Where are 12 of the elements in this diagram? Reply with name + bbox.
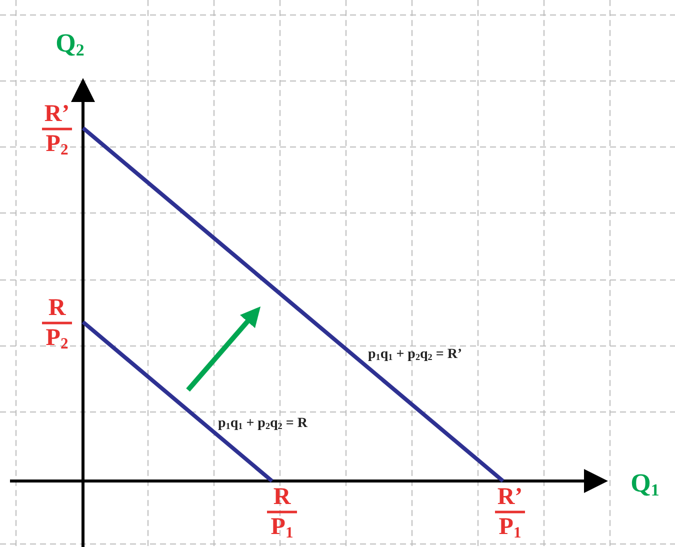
equation-label: p$_{1}$q$_{1}$ + p$_{2}$q$_{2}$ = R’	[368, 348, 462, 362]
fraction-numerator: R’	[497, 485, 523, 509]
fraction-denominator: P$_{1}$	[270, 514, 294, 542]
fraction-numerator: R	[273, 485, 291, 509]
fraction-denominator: P$_{2}$	[46, 326, 68, 352]
axis-label: Q$_{2}$	[56, 30, 84, 60]
fraction-numerator: R	[48, 296, 66, 320]
fraction-denominator: P$_{2}$	[46, 132, 68, 158]
axis-label: Q$_{1}$	[630, 470, 660, 500]
equation-label: p$_{1}$q$_{1}$ + p$_{2}$q$_{2}$ = R	[218, 416, 308, 432]
fraction-numerator: R’	[44, 102, 70, 126]
fraction-denominator: P$_{1}$	[498, 514, 522, 542]
